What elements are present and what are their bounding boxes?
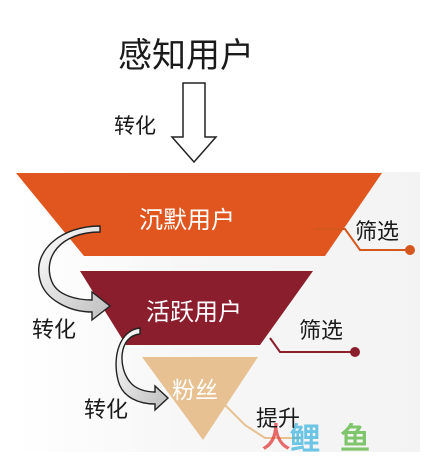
svg-text:人: 人 — [262, 421, 290, 454]
svg-text:鱼: 鱼 — [340, 422, 370, 457]
side-label-filter-1: 筛选 — [355, 220, 400, 245]
curved-arrow-icon-2 — [115, 327, 170, 412]
connector-line-3 — [224, 404, 300, 439]
diagram-title: 感知用户 — [118, 36, 254, 76]
connector-dot-1 — [405, 245, 415, 255]
stage-label-active-users: 活跃用户 — [146, 298, 242, 326]
stage-fans — [142, 357, 258, 440]
convert-label-2: 转化 — [84, 398, 129, 423]
svg-text:鲤: 鲤 — [290, 422, 320, 457]
stage-active-users — [80, 271, 313, 345]
side-label-filter-2: 筛选 — [299, 319, 344, 344]
curved-arrow-icon-1 — [38, 225, 112, 322]
stage-label-silent-users: 沉默用户 — [139, 206, 235, 234]
down-arrow-icon — [170, 82, 218, 164]
connector-dot-2 — [350, 347, 360, 357]
connector-line-1 — [315, 228, 410, 251]
stage-silent-users — [16, 173, 382, 256]
convert-label-1: 转化 — [32, 318, 77, 343]
watermark-logo: 人 鲤 鱼 — [262, 421, 370, 457]
side-label-improve: 提升 — [256, 407, 301, 432]
top-convert-label: 转化 — [114, 114, 156, 138]
connector-line-2 — [269, 337, 355, 353]
stage-label-fans: 粉丝 — [172, 378, 218, 404]
